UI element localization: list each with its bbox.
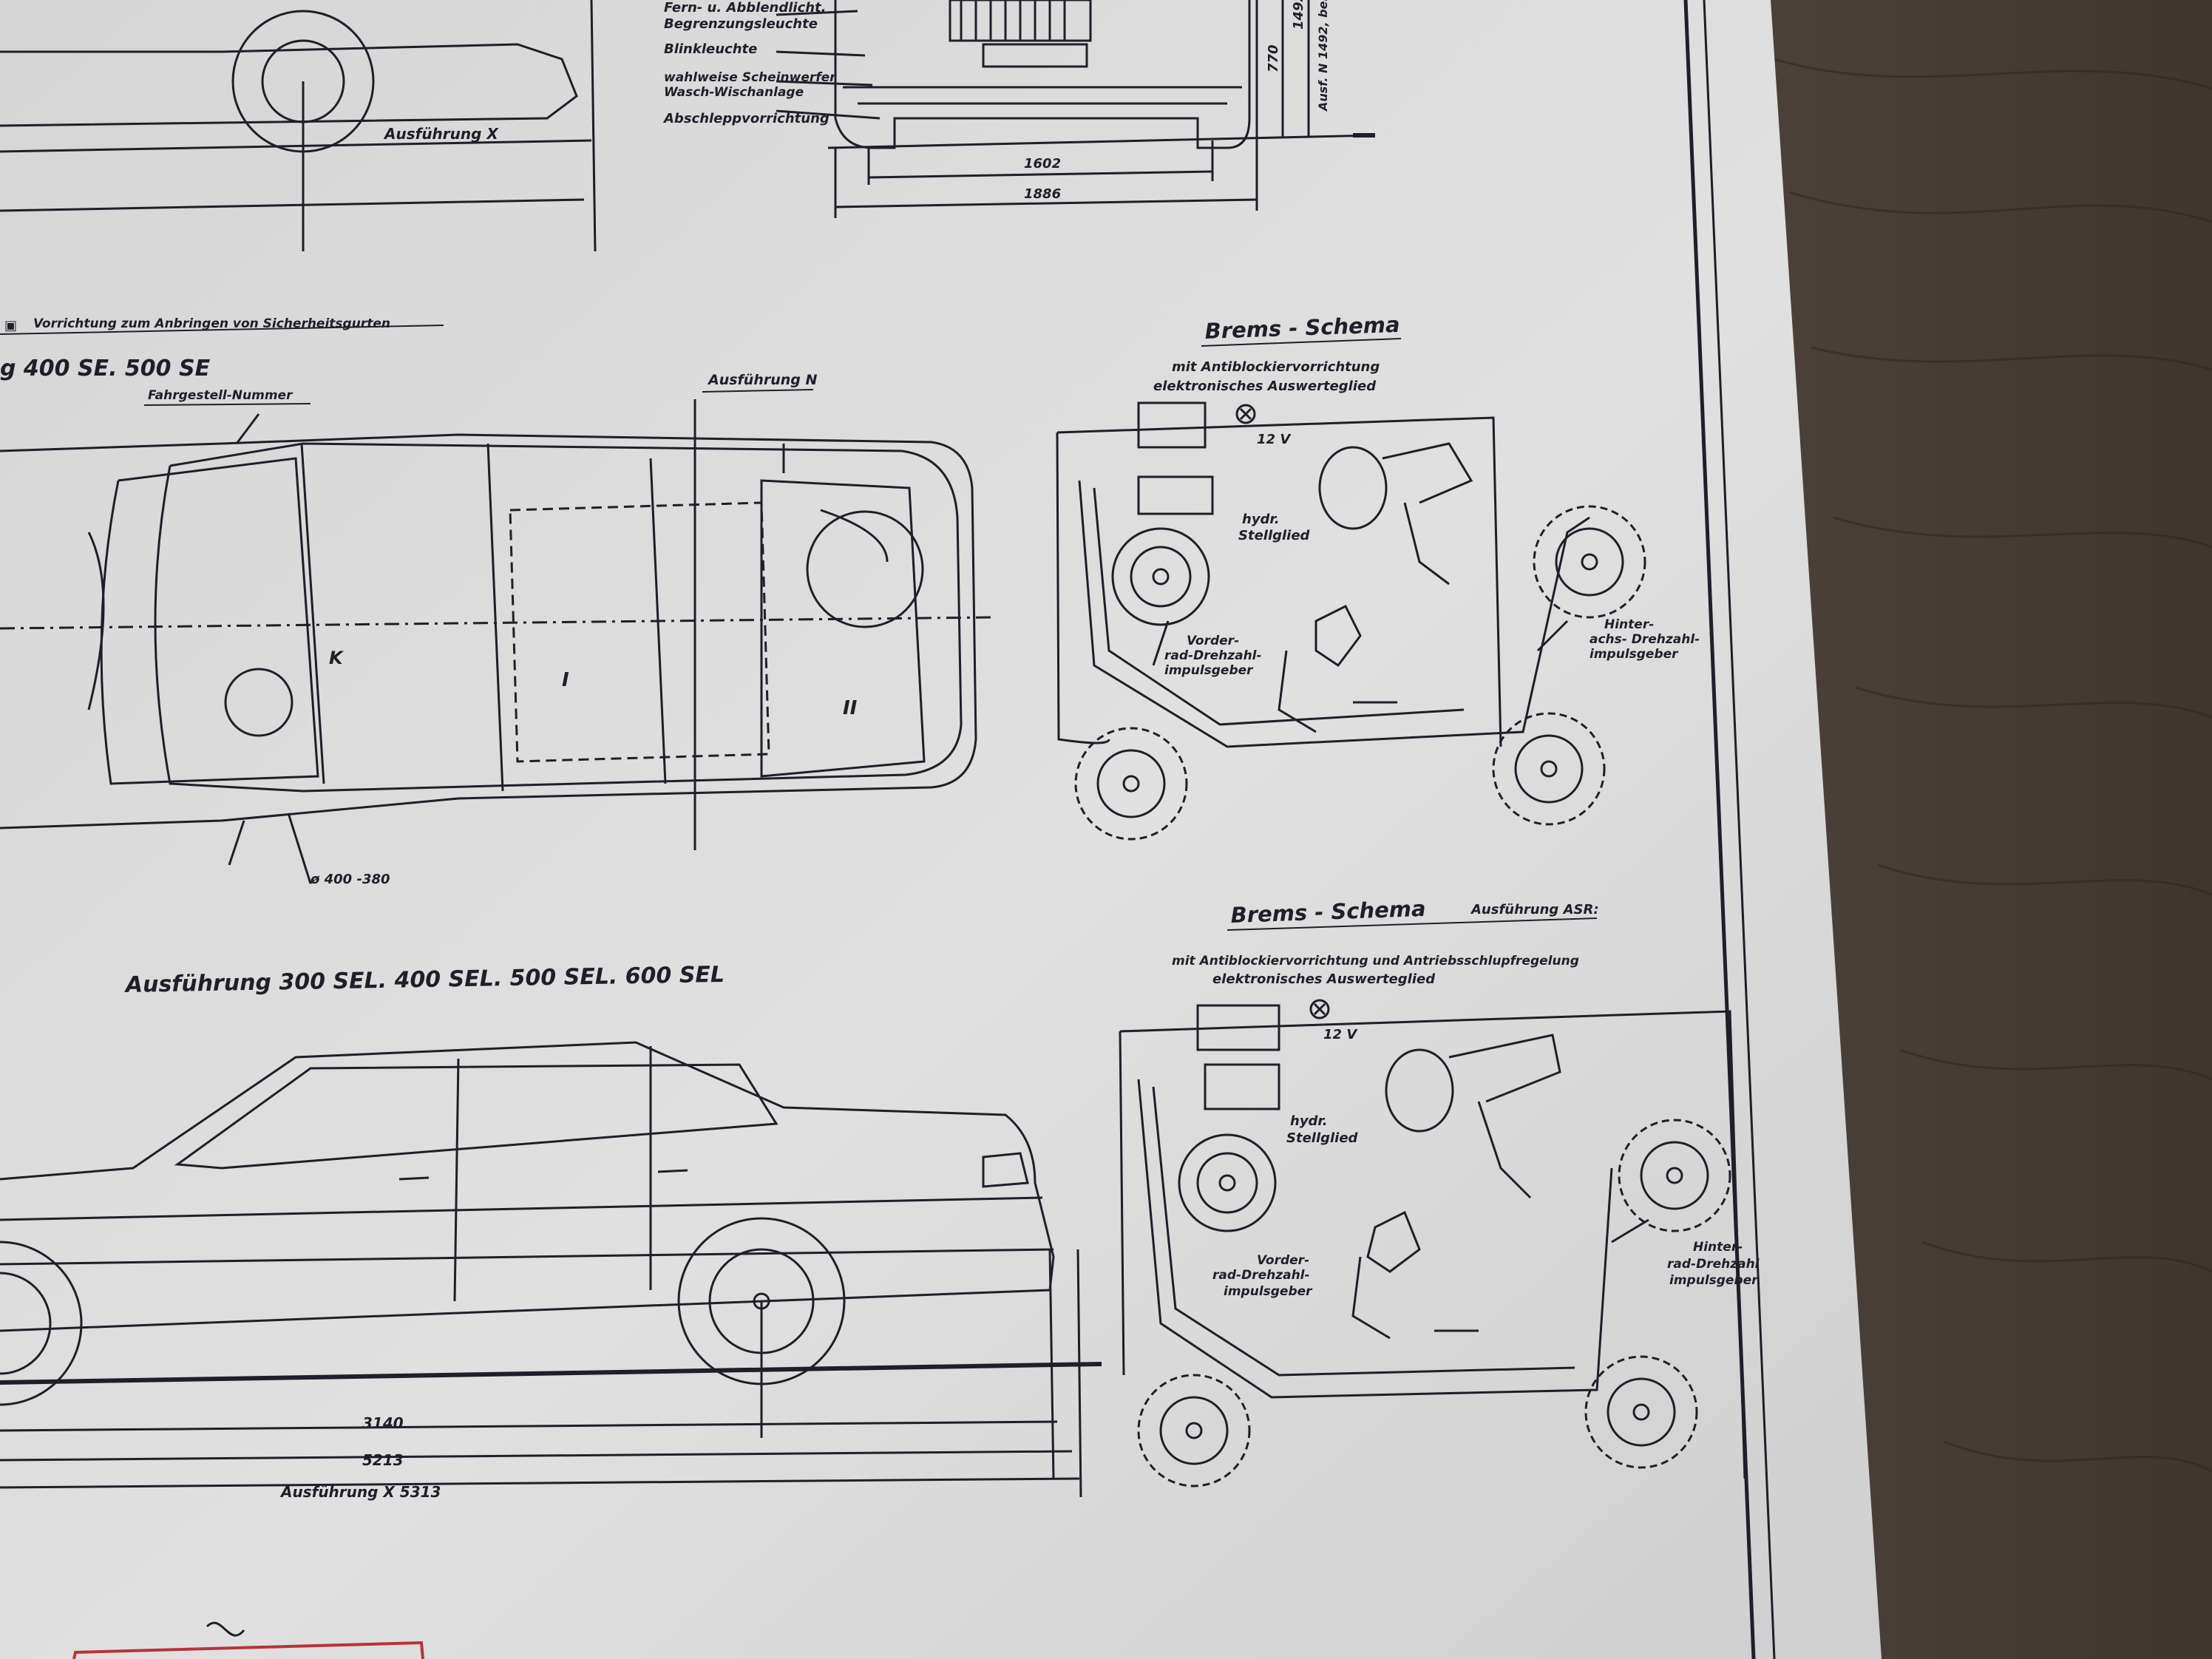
brake-asr-rear-2: rad-Drehzahl (1667, 1257, 1760, 1272)
brake-abs-actuator-2: Stellglied (1238, 528, 1311, 543)
brake-asr-diagram (1119, 999, 1746, 1487)
brake-asr-variant: Ausführung ASR: (1470, 902, 1599, 917)
front-callout-5: Wasch-Wischanlage (664, 85, 804, 100)
brake-abs-front-3: impulsgeber (1164, 663, 1254, 678)
plan-mark-k: K (329, 648, 345, 668)
front-dim-track: 1602 (1024, 156, 1061, 172)
front-callout-6: Abschleppvorrichtung (662, 111, 830, 126)
plan-mark-ii: II (843, 697, 858, 719)
brake-abs-subtitle: mit Antiblockiervorrichtung (1172, 359, 1380, 375)
wood-grain (1774, 58, 2212, 1473)
front-dim-width: 1886 (1024, 186, 1061, 202)
seatbelt-mark: ▣ (4, 318, 17, 333)
brake-asr-ecu-label: elektronisches Auswerteglied (1212, 971, 1436, 987)
brake-abs-title-underline (1201, 338, 1402, 347)
front-callout-1: Fern- u. Abblendlicht, (664, 0, 827, 16)
plan-chassis-label: Fahrgestell-Nummer (148, 388, 294, 403)
plan-chassis-underline (143, 403, 311, 406)
brake-asr-rear-1: Hinter- (1693, 1240, 1743, 1255)
brake-abs-voltage: 12 V (1257, 432, 1292, 447)
top-side-view (0, 0, 597, 252)
seatbelt-note: Vorrichtung zum Anbringen von Sicherheit… (33, 316, 390, 331)
brake-asr-rear-3: impulsgeber (1669, 1273, 1759, 1288)
brake-abs-rear-3: impulsgeber (1590, 647, 1679, 662)
brake-abs-rear-1: Hinter- (1604, 617, 1654, 632)
front-dim-1492: 1492 (1291, 0, 1306, 30)
plan-view-car (0, 399, 991, 884)
brake-asr-front-2: rad-Drehzahl- (1212, 1268, 1310, 1283)
seatbelt-underline (0, 325, 444, 335)
brake-asr-title-underline (1227, 917, 1598, 931)
side-dim-wheelbase: 3140 (362, 1414, 404, 1432)
brake-asr-front-1: Vorder- (1257, 1253, 1309, 1268)
brake-asr-actuator-2: Stellglied (1286, 1130, 1359, 1146)
brake-abs-front-1: Vorder- (1187, 634, 1239, 648)
front-dim-770: 770 (1266, 44, 1281, 72)
front-callout-3: Blinkleuchte (664, 41, 757, 57)
plan-mark-i: I (562, 669, 569, 691)
brake-abs-ecu-label: elektronisches Auswerteglied (1153, 379, 1377, 394)
plan-heading: g 400 SE. 500 SE (0, 356, 211, 381)
brake-abs-front-2: rad-Drehzahl- (1164, 648, 1262, 663)
plan-variant-label: Ausführung N (707, 372, 817, 388)
brake-asr-front-3: impulsgeber (1224, 1284, 1313, 1299)
front-callout-4: wahlweise Scheinwerfer (664, 70, 837, 85)
brake-asr-actuator-1: hydr. (1290, 1113, 1328, 1129)
red-stamp (72, 1621, 424, 1659)
brake-asr-subtitle: mit Antiblockiervorrichtung und Antriebs… (1172, 954, 1579, 968)
side-dim-length-x: Ausführung X 5313 (279, 1483, 441, 1501)
plan-variant-underline (702, 389, 814, 393)
front-callout-2: Begrenzungsleuchte (664, 16, 818, 32)
top-variant-label: Ausführung X (383, 125, 499, 143)
plan-turning-circle: ø 400 -380 (310, 872, 390, 887)
brake-abs-rear-2: achs- Drehzahl- (1590, 632, 1700, 647)
paper-sheet (0, 0, 1882, 1659)
side-dim-length: 5213 (362, 1451, 404, 1469)
front-height-note: Ausf. N 1492, bei A (1316, 0, 1330, 112)
front-view (776, 0, 1376, 218)
brake-abs-actuator-1: hydr. (1242, 512, 1280, 527)
brake-abs-diagram (1056, 401, 1646, 841)
sheet-border-line (1703, 0, 1776, 1659)
brake-asr-voltage: 12 V (1323, 1027, 1358, 1042)
side-view-car (0, 1041, 1102, 1498)
